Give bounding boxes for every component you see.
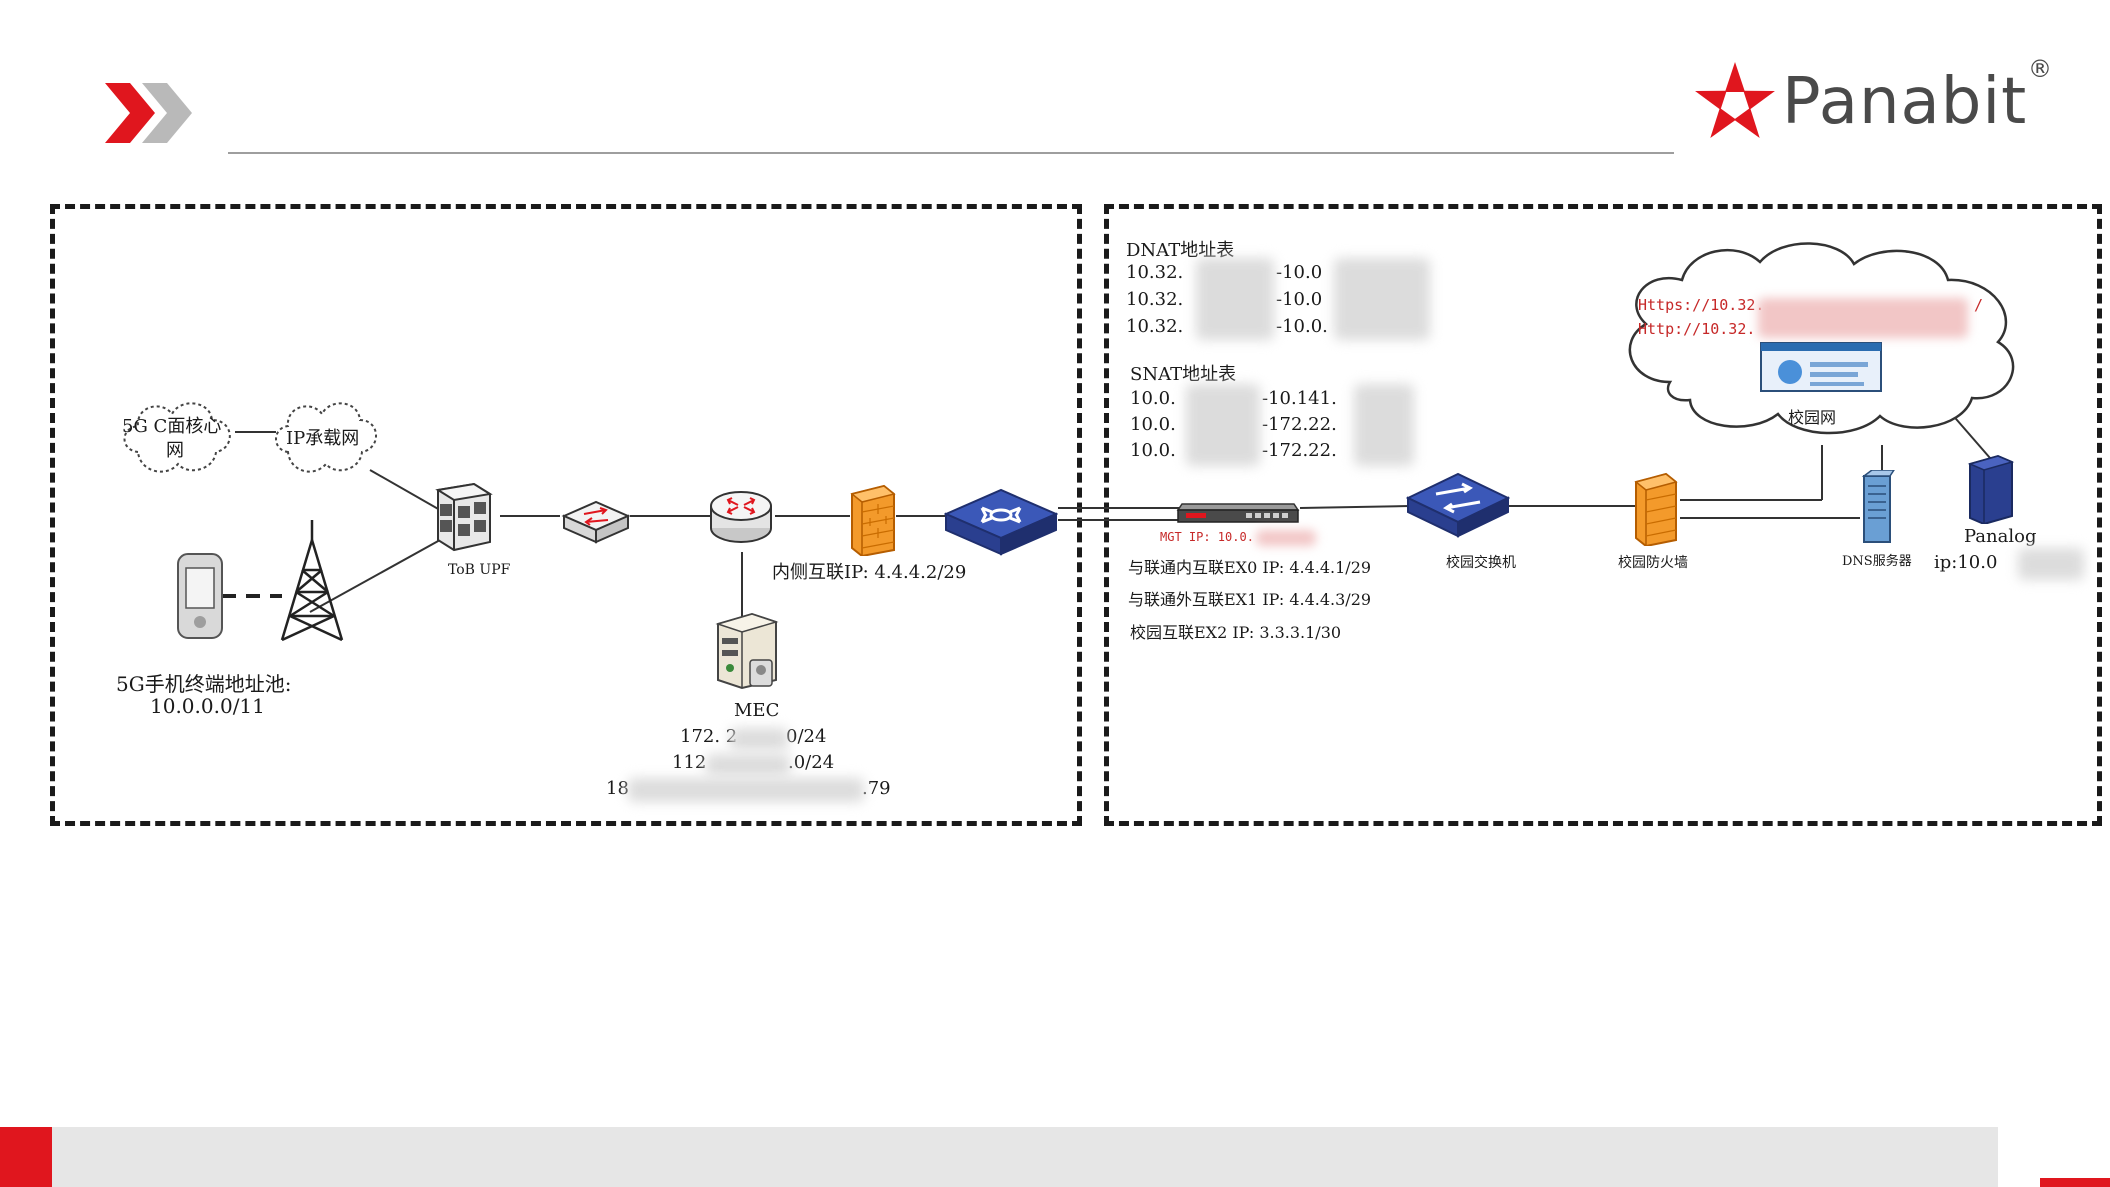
redacted-mec-ip-2 (706, 754, 790, 776)
footer-gray-bar (52, 1127, 1998, 1187)
header-chevron-logo (100, 78, 220, 148)
redacted-snat-right (1354, 384, 1414, 466)
snat-title: SNAT地址表 (1130, 364, 1237, 385)
ex0-interface: 与联通内互联EX0 IP: 4.4.4.1/29 (1128, 558, 1372, 577)
mec-ip-2-right: .0/24 (788, 752, 835, 773)
footer-red-accent (2040, 1178, 2110, 1187)
tob-upf-label: ToB UPF (448, 562, 511, 578)
mgt-ip-label: MGT IP: 10.0. (1160, 530, 1254, 544)
left-region-frame (50, 204, 1082, 826)
panalog-label: Panalog (1964, 526, 2037, 547)
mec-ip-2-left: 112 (672, 752, 707, 773)
mec-ip-3-right: .79 (862, 778, 891, 799)
5g-core-cloud-label-2: 网 (166, 440, 184, 461)
dnat-row-3-left: 10.32. (1126, 316, 1184, 337)
router-icon (708, 484, 774, 550)
panabit-device-icon (1176, 498, 1300, 526)
campus-https-url: Https://10.32. (1638, 296, 1765, 314)
dnat-row-1-mid: -10.0 (1276, 262, 1323, 283)
registered-mark: ® (2028, 55, 2052, 83)
campus-switch-icon (1405, 470, 1511, 540)
dns-server-label: DNS服务器 (1842, 554, 1912, 569)
panabit-logo: Panabit ® (1690, 55, 2052, 155)
ip-bearer-cloud-label: IP承载网 (286, 428, 360, 449)
panalog-server-icon (1966, 452, 2016, 526)
address-pool-value: 10.0.0.0/11 (150, 694, 265, 718)
snat-row-2-left: 10.0. (1130, 414, 1176, 435)
snat-row-2-mid: -172.22. (1262, 414, 1337, 435)
redacted-snat-left (1186, 384, 1260, 466)
dns-server-icon (1860, 469, 1896, 544)
redacted-mgt-ip (1256, 530, 1316, 546)
ex2-interface: 校园互联EX2 IP: 3.3.3.1/30 (1130, 623, 1342, 642)
mec-ip-1-left: 172. 2 (680, 726, 738, 747)
access-switch-icon (560, 498, 632, 546)
panabit-star-icon (1695, 62, 1775, 138)
campus-web-icon (1760, 342, 1882, 392)
dnat-title: DNAT地址表 (1126, 240, 1235, 261)
redacted-campus-urls (1758, 298, 1968, 338)
dnat-row-2-left: 10.32. (1126, 289, 1184, 310)
inner-interconnect-ip: 内侧互联IP: 4.4.4.2/29 (772, 562, 967, 583)
mobile-phone-icon (174, 552, 226, 640)
campus-switch-label: 校园交换机 (1446, 555, 1516, 571)
campus-cloud: Https://10.32. Http://10.32. / 校园网 (1610, 232, 2030, 442)
campus-firewall-icon (1632, 472, 1680, 548)
left-firewall-icon (848, 484, 898, 558)
redacted-mec-ip-1 (730, 728, 788, 750)
panabit-wordmark: Panabit (1782, 65, 2028, 139)
snat-row-1-left: 10.0. (1130, 388, 1176, 409)
5g-core-cloud: 5G C面核心 网 (118, 392, 238, 482)
snat-row-1-mid: -10.141. (1262, 388, 1337, 409)
right-region-frame (1104, 204, 2102, 826)
core-router-icon (943, 484, 1059, 558)
panalog-ip: ip:10.0 (1934, 552, 1998, 573)
mec-label: MEC (734, 700, 780, 721)
campus-url-tail: / (1974, 296, 1984, 314)
dnat-row-3-mid: -10.0. (1276, 316, 1328, 337)
redacted-dnat-left (1196, 258, 1274, 340)
mec-server-icon (712, 610, 782, 690)
dnat-row-1-left: 10.32. (1126, 262, 1184, 283)
campus-http-url: Http://10.32. (1638, 320, 1756, 338)
5g-core-cloud-label-1: 5G C面核心 (122, 416, 222, 437)
campus-firewall-label: 校园防火墙 (1618, 555, 1688, 571)
snat-row-3-left: 10.0. (1130, 440, 1176, 461)
footer-red-block (0, 1127, 52, 1187)
tob-upf-icon (430, 480, 494, 552)
redacted-panalog-ip (2018, 548, 2084, 580)
cell-tower-icon (276, 520, 348, 642)
redacted-mec-ip-3 (628, 778, 864, 802)
ex1-interface: 与联通外互联EX1 IP: 4.4.4.3/29 (1128, 590, 1372, 609)
header-divider-line (228, 152, 1674, 154)
campus-network-label: 校园网 (1788, 408, 1837, 427)
redacted-dnat-right (1334, 258, 1430, 340)
mec-ip-3-left: 18 (606, 778, 629, 799)
ip-bearer-cloud: IP承载网 (270, 392, 382, 482)
mec-ip-1-right: 0/24 (786, 726, 827, 747)
snat-row-3-mid: -172.22. (1262, 440, 1337, 461)
address-pool-title: 5G手机终端地址池: (116, 672, 292, 696)
dnat-row-2-mid: -10.0 (1276, 289, 1323, 310)
